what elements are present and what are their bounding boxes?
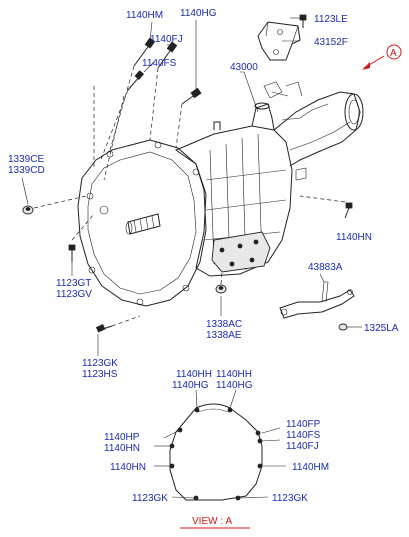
view-label-1140hm: 1140HM [292,462,329,473]
view-label-1140hg-right: 1140HG [216,380,253,391]
bolt-1140hn-right [299,195,353,219]
view-label-1140hg-left: 1140HG [172,380,209,391]
view-hole [235,495,241,501]
view-label-1140hh-right: 1140HH [216,369,252,380]
bolt-1140fs-top [127,70,145,91]
bolt-1123gt [68,213,95,262]
label-1140hn-right: 1140HN [336,232,372,243]
view-a-leaders [154,389,286,499]
label-1140fs-top: 1140FS [142,58,177,69]
view-label-1140hh-left: 1140HH [176,369,212,380]
label-1123le: 1123LE [314,14,348,25]
label-1140hm-top: 1140HM [126,10,163,21]
view-hole [194,407,200,413]
view-a-callout [362,44,402,70]
view-a-outline [169,403,263,501]
callout-circle [386,44,402,60]
guide-line [99,89,129,163]
label-1123gv: 1123GV [56,289,92,300]
shift-lever-43883a [279,281,355,319]
view-label-1140fp: 1140FP [286,419,321,430]
label-1140fj-top: 1140FJ [150,34,183,45]
bolt-1123gk [95,315,141,333]
label-1123gk-left: 1123GK [82,358,118,369]
label-43000: 43000 [230,62,258,73]
view-label-1140hn-a: 1140HN [104,443,140,454]
label-43883a: 43883A [308,262,343,273]
label-1123hs: 1123HS [82,369,118,380]
nut-1338ac [215,271,227,294]
label-1140hg-top: 1140HG [180,8,217,19]
view-hole [193,495,199,501]
label-1338ae: 1338AE [206,330,242,341]
label-1339ce: 1339CE [8,154,44,165]
nut-1325la [338,323,348,331]
view-label-1140hp: 1140HP [104,432,140,443]
view-label-1140fj: 1140FJ [286,441,319,452]
label-1325la: 1325LA [364,323,399,334]
bolt-1140fj-top [157,41,178,69]
view-hole [169,463,175,469]
bracket-43152f [257,21,301,61]
callout-letter: A [390,48,397,59]
label-1339cd: 1339CD [8,165,45,176]
bolt-1123le [299,14,307,28]
guide-line [103,95,125,181]
label-1123gt: 1123GT [56,278,91,289]
label-1338ac: 1338AC [206,319,242,330]
view-label-1140fs: 1140FS [286,430,321,441]
guide-line [109,65,135,151]
label-43152f: 43152F [314,37,348,48]
view-hole [227,407,233,413]
bolt-1140hg-top [181,87,202,105]
view-hole [255,430,261,436]
leader-lines [21,17,362,356]
guide-line [175,103,183,149]
view-hole [257,438,263,444]
transmission-assembly [77,81,364,307]
nut-1339ce [22,195,87,215]
view-label-1140hn-b: 1140HN [110,462,146,473]
guide-line [149,67,159,141]
view-hole [257,463,263,469]
view-label-1123gk-right: 1123GK [272,493,308,504]
view-label-1123gk-left: 1123GK [132,493,168,504]
view-hole [169,443,175,449]
bolt-1140hm-top [133,37,156,67]
view-title: VIEW : A [192,516,232,527]
